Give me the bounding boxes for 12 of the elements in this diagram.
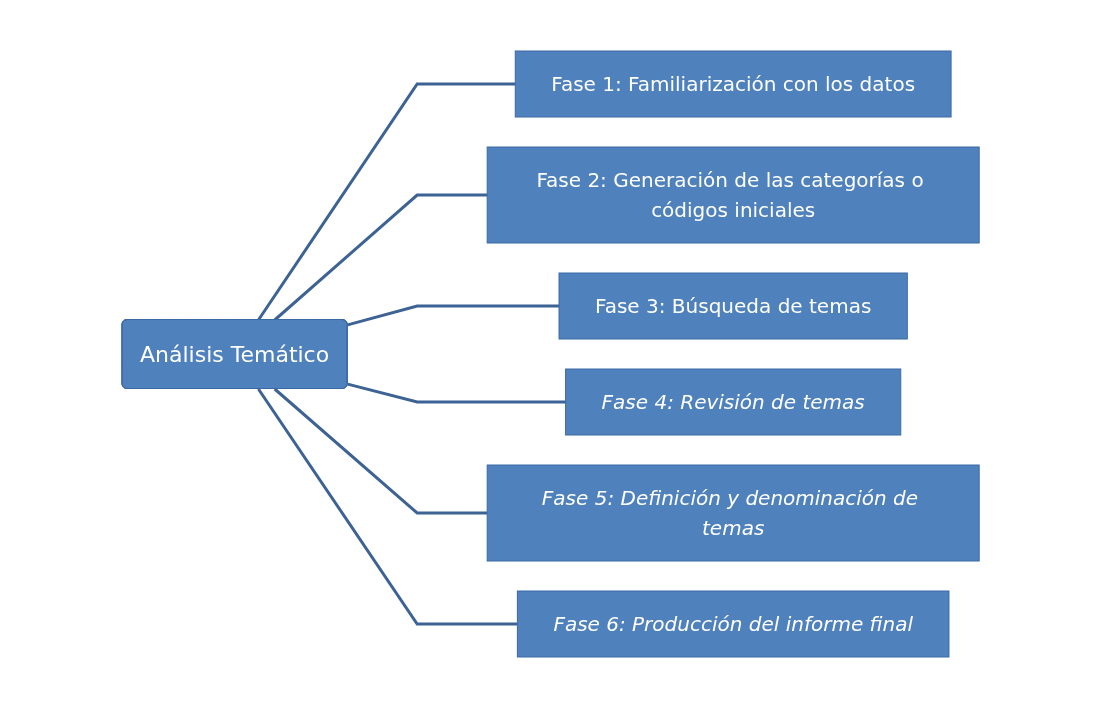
connector bbox=[347, 304, 560, 326]
node-box: Fase 3: Búsqueda de temas bbox=[558, 272, 909, 339]
node-box: Fase 1: Familiarización con los datos bbox=[515, 50, 952, 117]
connector bbox=[274, 387, 488, 514]
node-box: Fase 6: Producción del informe final bbox=[517, 590, 950, 657]
node-box: Fase 4: Revisión de temas bbox=[565, 368, 902, 435]
connector bbox=[257, 387, 518, 625]
node-box: Fase 2: Generación de las categorías o códigos iniciales bbox=[487, 146, 981, 243]
connector bbox=[347, 382, 566, 403]
node-box: Fase 5: Definición y denominación de temas bbox=[487, 464, 981, 561]
connector bbox=[257, 82, 516, 321]
connector bbox=[274, 193, 488, 321]
